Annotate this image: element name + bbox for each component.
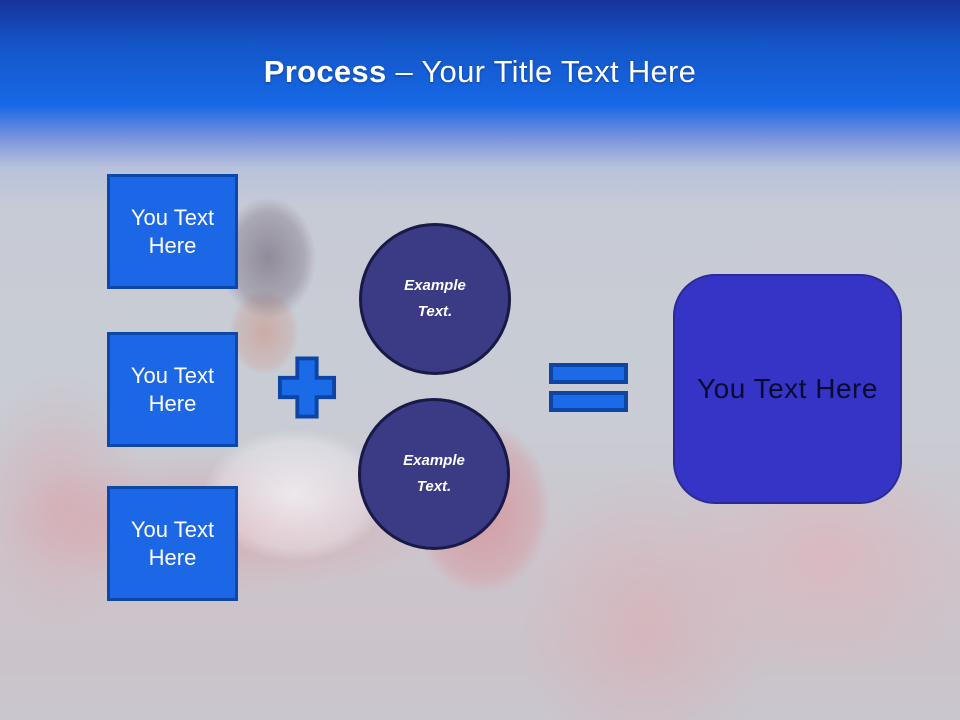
result-box-label: You Text Here: [697, 373, 878, 404]
slide-title: Process– Your Title Text Here: [0, 54, 960, 90]
equals-bar-top: [549, 363, 628, 384]
title-subtitle: – Your Title Text Here: [395, 54, 697, 89]
input-box-2-label: You Text Here: [130, 362, 215, 416]
plus-icon: [277, 355, 337, 420]
result-box: You Text Here: [673, 274, 902, 504]
example-circle-2: Example Text.: [358, 398, 510, 550]
input-box-3-label: You Text Here: [130, 516, 215, 570]
input-box-3: You Text Here: [107, 486, 238, 601]
example-circle-1-label: Example Text.: [404, 277, 466, 320]
input-box-1-label: You Text Here: [130, 204, 215, 258]
input-box-2: You Text Here: [107, 332, 238, 447]
example-circle-2-label: Example Text.: [403, 452, 465, 495]
input-box-1: You Text Here: [107, 174, 238, 289]
equals-icon: [549, 363, 628, 412]
title-keyword: Process: [263, 54, 387, 89]
example-circle-1: Example Text.: [359, 223, 511, 375]
equals-bar-bottom: [549, 391, 628, 412]
